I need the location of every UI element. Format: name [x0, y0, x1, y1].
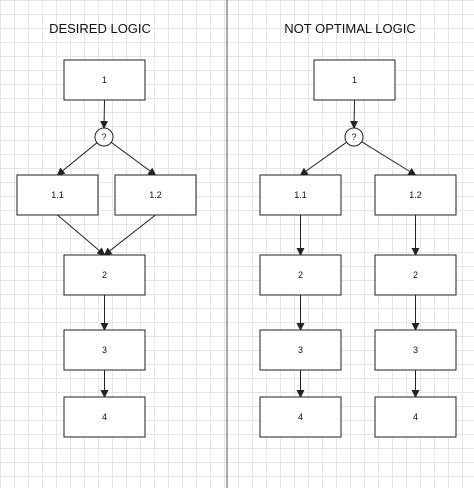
process-box: [63, 329, 146, 371]
node-label: 1.1: [294, 190, 307, 200]
nodes-layer: 1? 1.1 1.2 2 3 4 1? 1.1 1.2 2 2 3 3 4 4: [16, 59, 457, 438]
process-box: [63, 396, 146, 438]
node-label: 3: [102, 345, 107, 355]
process-box: [374, 254, 457, 296]
decision-circle: [94, 127, 114, 147]
process-box: [374, 174, 457, 216]
node-label: ?: [101, 132, 106, 142]
edge-nq-to-n12: [361, 141, 417, 176]
process-box: [63, 254, 146, 296]
node-label: 1.1: [51, 190, 64, 200]
process-box: [374, 329, 457, 371]
edge-d12-to-d2: [103, 214, 156, 256]
edge-dq-to-d12: [110, 141, 157, 176]
edge-d1-to-dq: [100, 99, 109, 129]
node-label: 1.2: [409, 190, 422, 200]
node-label: 2: [298, 270, 303, 280]
node-d1: 1: [63, 59, 146, 101]
edge-d11-to-d2: [57, 214, 106, 256]
process-box: [259, 254, 342, 296]
process-box: [259, 174, 342, 216]
node-d12: 1.2: [114, 174, 197, 216]
node-label: 4: [102, 412, 107, 422]
panel-title-desired: DESIRED LOGIC: [49, 21, 151, 36]
edges-layer: [56, 99, 420, 398]
node-label: 4: [298, 412, 303, 422]
node-d4: 4: [63, 396, 146, 438]
node-n11: 1.1: [259, 174, 342, 216]
node-n3a: 3: [259, 329, 342, 371]
node-label: 3: [298, 345, 303, 355]
node-n2a: 2: [259, 254, 342, 296]
decision-circle: [344, 127, 364, 147]
edge-dq-to-d11: [56, 142, 98, 176]
process-box: [16, 174, 99, 216]
node-label: 1.2: [149, 190, 162, 200]
node-label: ?: [351, 132, 356, 142]
node-label: 3: [413, 345, 418, 355]
node-n1: 1: [313, 59, 396, 101]
node-label: 1: [352, 75, 357, 85]
node-d2: 2: [63, 254, 146, 296]
process-box: [313, 59, 396, 101]
panel-title-not-optimal: NOT OPTIMAL LOGIC: [284, 21, 415, 36]
edge-nq-to-n11: [299, 141, 347, 176]
process-box: [63, 59, 146, 101]
node-d3: 3: [63, 329, 146, 371]
node-label: 4: [413, 412, 418, 422]
node-dq: ?: [94, 127, 114, 147]
process-box: [259, 396, 342, 438]
node-n4b: 4: [374, 396, 457, 438]
node-label: 2: [102, 270, 107, 280]
process-box: [374, 396, 457, 438]
node-d11: 1.1: [16, 174, 99, 216]
node-n2b: 2: [374, 254, 457, 296]
process-box: [114, 174, 197, 216]
node-label: 2: [413, 270, 418, 280]
node-label: 1: [102, 75, 107, 85]
edge-n1-to-nq: [350, 99, 359, 129]
node-n4a: 4: [259, 396, 342, 438]
node-n12: 1.2: [374, 174, 457, 216]
process-box: [259, 329, 342, 371]
node-nq: ?: [344, 127, 364, 147]
node-n3b: 3: [374, 329, 457, 371]
